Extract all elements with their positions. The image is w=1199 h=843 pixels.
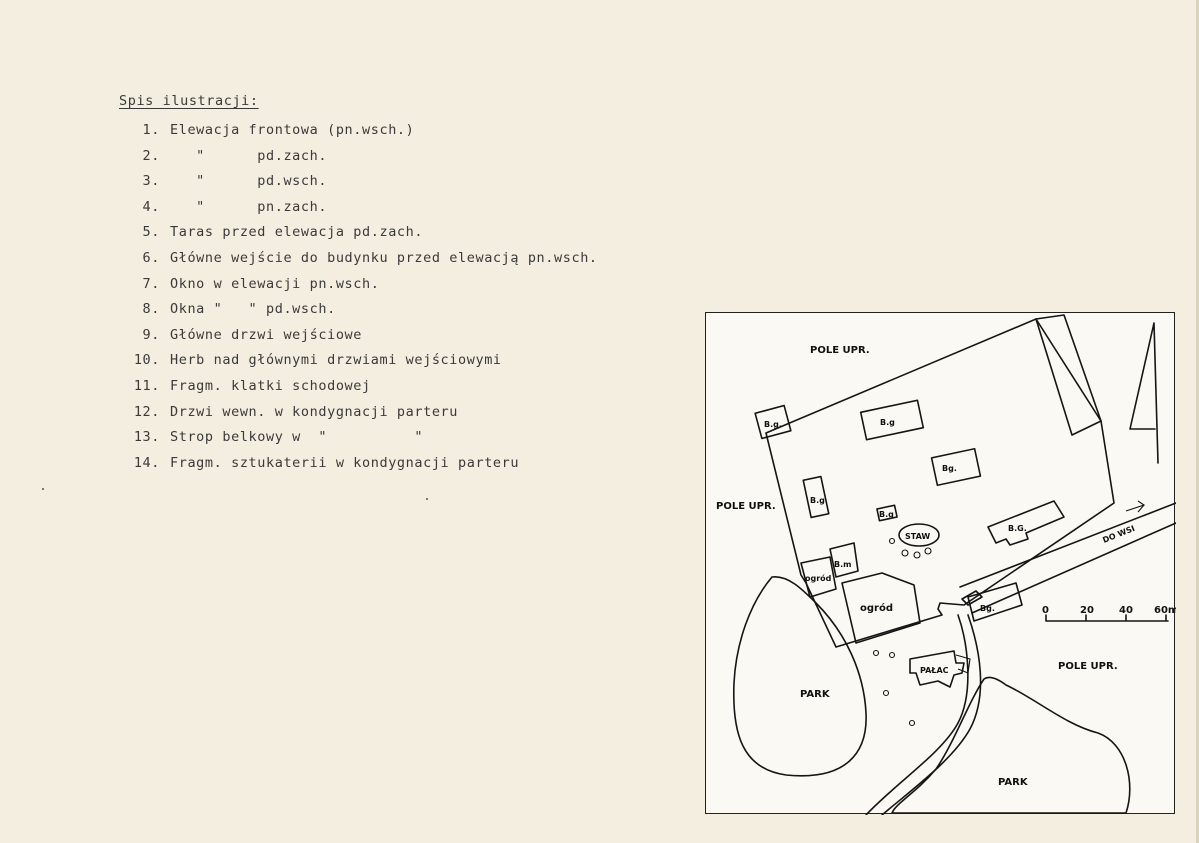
pond (898, 523, 940, 547)
farm-building (876, 504, 898, 522)
tree-icon (888, 651, 896, 659)
tree-icon (882, 689, 890, 697)
building-small (967, 582, 1023, 622)
item-number: 11. (133, 377, 160, 394)
label-bg: B.g (810, 496, 825, 505)
scale-tick-label: 60m (1154, 605, 1176, 616)
item-number: 7. (142, 275, 160, 292)
scale-bar (1045, 614, 1169, 622)
item-text: Okno w elewacji pn.wsch. (170, 275, 380, 292)
list-title: Spis ilustracji: (119, 93, 259, 109)
tree-icon (872, 649, 880, 657)
farm-building (802, 475, 830, 519)
road-arrow (1125, 500, 1146, 513)
boundary-strip (1035, 314, 1102, 436)
garden-small (800, 556, 837, 598)
scale-tick-label: 0 (1042, 605, 1049, 616)
farm-building (930, 447, 982, 487)
label-bm: B.m (834, 560, 851, 569)
item-number: 10. (133, 352, 160, 369)
paper-speck (426, 498, 428, 500)
label-bg: B.g (879, 510, 894, 519)
palace (909, 650, 965, 688)
item-text: Główne wejście do budynku przed elewacją… (170, 249, 598, 266)
item-number: 3. (142, 173, 160, 190)
item-number: 9. (142, 326, 160, 343)
tree-icon (924, 547, 932, 555)
item-text: Taras przed elewacja pd.zach. (170, 224, 424, 241)
label-bg: Bg. (980, 604, 995, 613)
label-pole-upr-left: POLE UPR. (716, 501, 776, 512)
item-number: 5. (142, 224, 160, 241)
item-text: Strop belkowy w " " (170, 429, 424, 446)
label-pole-upr-right: POLE UPR. (1058, 661, 1118, 672)
label-park-bottom: PARK (998, 777, 1029, 788)
label-palac: PAŁAC (920, 666, 949, 675)
site-plan-drawing: POLE UPR. POLE UPR. POLE UPR. B.g. B.g B… (716, 314, 1176, 815)
item-number: 12. (133, 403, 160, 420)
scale-tick-label: 40 (1119, 605, 1133, 616)
item-number: 14. (133, 454, 160, 471)
tree-icon (888, 537, 896, 545)
item-number: 6. (142, 249, 160, 266)
item-text: " pn.zach. (170, 198, 328, 215)
road-to-village (959, 502, 1176, 614)
park-bottom (891, 676, 1131, 814)
item-text: Herb nad głównymi drzwiami wejściowymi (170, 352, 502, 369)
farm-building (987, 500, 1065, 546)
park-left (732, 576, 867, 777)
paper-speck (42, 488, 44, 490)
estate-boundary (765, 318, 1115, 648)
drive (881, 614, 982, 815)
item-text: Fragm. klatki schodowej (170, 377, 371, 394)
scale-tick-label: 20 (1080, 605, 1094, 616)
label-ogrod-small: ogród (805, 573, 832, 583)
label-ogrod: ogród (860, 602, 893, 614)
item-number: 13. (133, 429, 160, 446)
palace-entrance (955, 654, 971, 674)
label-do-wsi: DO WSI (1101, 524, 1136, 545)
tree-icon (908, 719, 916, 727)
label-park-left: PARK (800, 689, 831, 700)
item-text: Główne drzwi wejściowe (170, 326, 363, 343)
item-text: " pd.wsch. (170, 173, 328, 190)
item-number: 2. (142, 147, 160, 164)
item-number: 1. (142, 122, 160, 138)
north-arrow (1129, 322, 1159, 464)
item-text: Elewacja frontowa (pn.wsch.) (170, 122, 415, 138)
site-plan-map: POLE UPR. POLE UPR. POLE UPR. B.g. B.g B… (705, 312, 1176, 815)
tree-icon (913, 551, 921, 559)
label-bg: B.g. (764, 420, 782, 429)
label-staw: STAW (905, 532, 930, 541)
item-text: " pd.zach. (170, 147, 328, 164)
garden (841, 572, 921, 644)
label-bg: B.g (880, 418, 895, 427)
gate (961, 590, 983, 606)
label-bg: B.G. (1008, 524, 1027, 533)
item-text: Okna " " pd.wsch. (170, 301, 336, 318)
building-bm (829, 542, 859, 578)
label-pole-upr-top: POLE UPR. (810, 345, 870, 356)
item-text: Drzwi wewn. w kondygnacji parteru (170, 403, 459, 420)
tree-icon (901, 549, 909, 557)
item-text: Fragm. sztukaterii w kondygnacji parteru (170, 454, 520, 471)
farm-building (859, 399, 925, 441)
drive (865, 614, 969, 815)
item-number: 4. (142, 198, 160, 215)
item-number: 8. (142, 301, 160, 318)
label-bg: Bg. (942, 464, 957, 473)
farm-building (754, 404, 792, 440)
